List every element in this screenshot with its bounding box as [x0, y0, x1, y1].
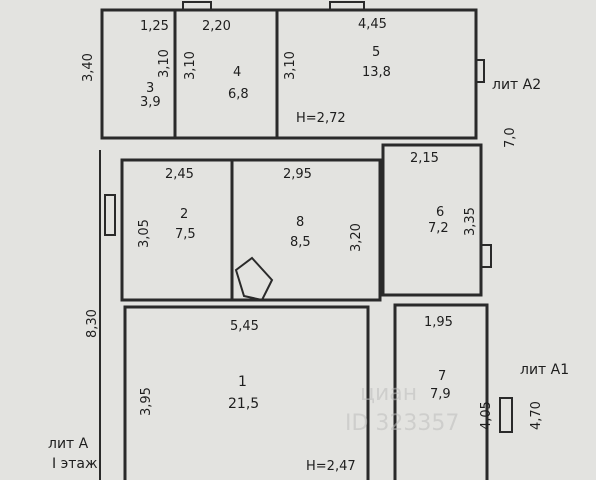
room-4-id: 4 — [233, 65, 241, 80]
room-1-width: 5,45 — [230, 319, 259, 334]
annex-label-a1: лит А1 — [520, 362, 569, 378]
room-5-id: 5 — [372, 45, 380, 60]
room-4-depth: 3,10 — [183, 51, 198, 80]
room-1-id: 1 — [238, 374, 247, 390]
upper-walls — [100, 1, 485, 140]
room-7-id: 7 — [438, 369, 446, 384]
room-7-area: 7,9 — [430, 387, 451, 402]
room-1-area: 21,5 — [228, 396, 259, 412]
lower-walls — [99, 150, 513, 480]
room-4-width: 2,20 — [202, 19, 231, 34]
room-5-area: 13,8 — [362, 65, 391, 80]
floor-label: лит А — [48, 436, 89, 452]
watermark-id: ID 323357 — [345, 411, 459, 436]
room-6-width: 2,15 — [410, 151, 439, 166]
room-7-width: 1,95 — [424, 315, 453, 330]
room-8-depth: 3,20 — [349, 223, 364, 252]
room-2-depth: 3,05 — [137, 219, 152, 248]
room-1-depth: 3,95 — [139, 387, 154, 416]
room-3-id: 3 — [146, 81, 154, 96]
room-3-area: 3,9 — [140, 95, 161, 110]
middle-walls — [104, 143, 492, 302]
room-6-area: 7,2 — [428, 221, 449, 236]
room-6-id: 6 — [436, 205, 444, 220]
room-5-depth: 3,10 — [283, 51, 298, 80]
dim-right-upper: 7,0 — [503, 127, 518, 148]
ceiling-height-upper: H=2,72 — [296, 111, 346, 126]
room-3-depth: 3,10 — [157, 49, 172, 78]
floor-level: I этаж — [52, 456, 98, 472]
watermark-brand: циан — [360, 381, 417, 406]
room-4-area: 6,8 — [228, 87, 249, 102]
room-7-depth: 4,05 — [479, 401, 494, 430]
annex-label-a2: лит А2 — [492, 77, 541, 93]
dim-right-lower: 4,70 — [529, 401, 544, 430]
room-3-width: 1,25 — [140, 19, 169, 34]
room-2-area: 7,5 — [175, 227, 196, 242]
dim-upper-left: 3,40 — [81, 53, 96, 82]
room-8-id: 8 — [296, 215, 304, 230]
room-8-width: 2,95 — [283, 167, 312, 182]
room-8-area: 8,5 — [290, 235, 311, 250]
room-6-depth: 3,35 — [463, 207, 478, 236]
room-5-width: 4,45 — [358, 17, 387, 32]
ceiling-height-lower: H=2,47 — [306, 459, 356, 474]
dim-lower-left: 8,30 — [85, 309, 100, 338]
room-2-width: 2,45 — [165, 167, 194, 182]
room-2-id: 2 — [180, 207, 188, 222]
